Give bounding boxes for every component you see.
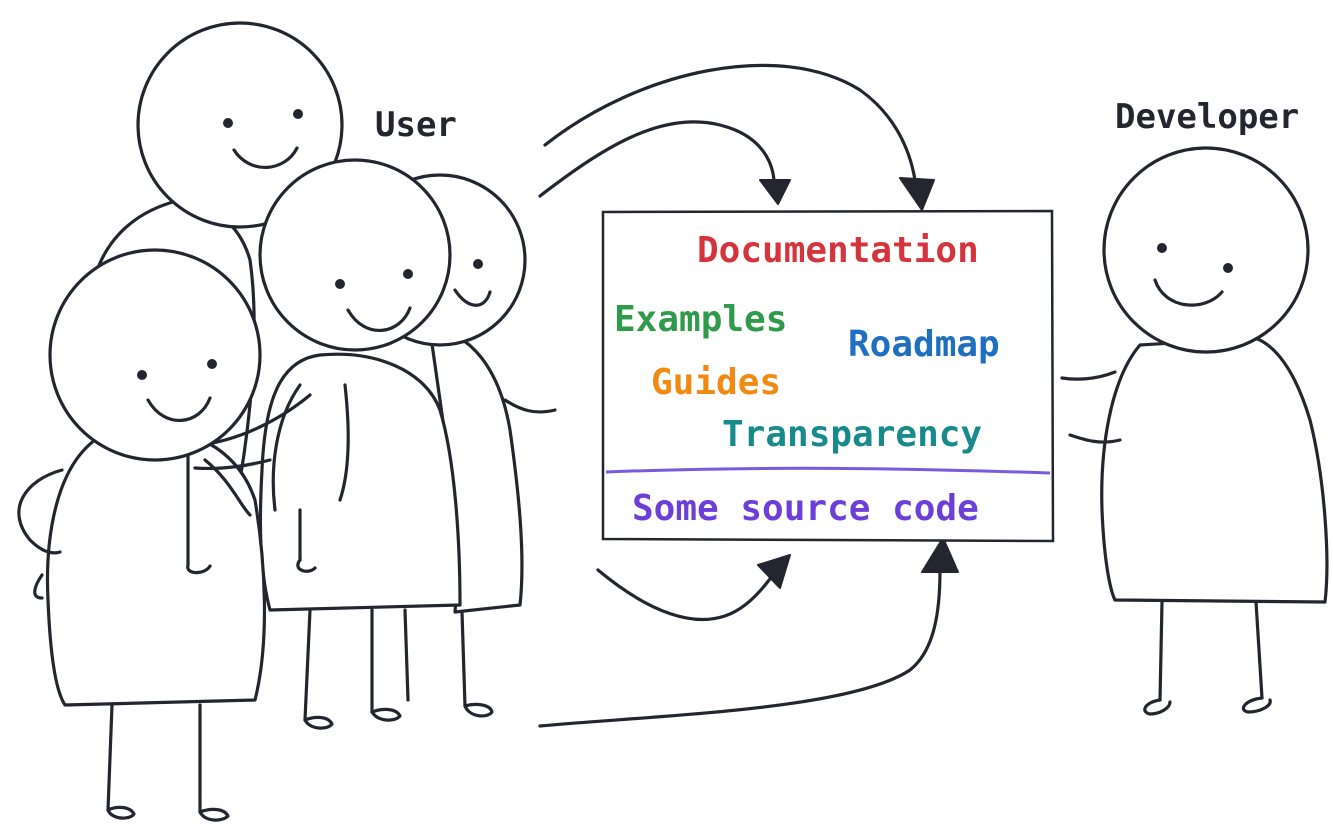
arrow-user-to-box-top-short — [538, 120, 791, 205]
user-figure-front-left — [17, 248, 312, 822]
resource-box — [601, 209, 1055, 543]
transparency-label: Transparency — [722, 414, 982, 455]
documentation-label: Documentation — [697, 230, 979, 271]
examples-label: Examples — [614, 299, 787, 340]
user-label: User — [375, 105, 457, 145]
arrow-user-to-source-short — [596, 554, 791, 622]
user-figure-middle — [258, 158, 462, 730]
developer-figure — [1060, 146, 1329, 716]
source-code-label: Some source code — [632, 488, 979, 529]
box-divider — [605, 466, 1051, 475]
arrow-user-to-box-top-long — [543, 63, 935, 211]
developer-label: Developer — [1115, 97, 1299, 137]
roadmap-label: Roadmap — [848, 324, 1000, 365]
arrow-user-to-source-long — [538, 537, 959, 728]
guides-label: Guides — [651, 362, 781, 403]
